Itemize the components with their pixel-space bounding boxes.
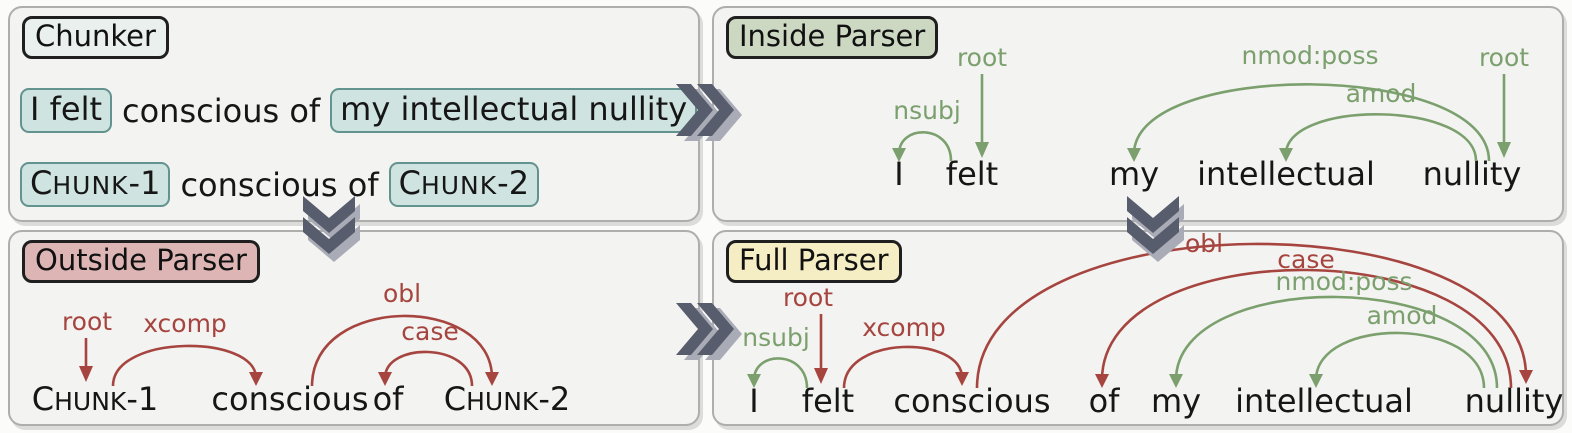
- outside-parser-panel: Outside Parser CHUNK-1 conscious of CHUN…: [8, 230, 700, 426]
- word: of: [373, 380, 405, 418]
- arc-root: root: [783, 283, 833, 384]
- arc-label: xcomp: [862, 313, 946, 342]
- between-text: conscious of: [122, 91, 321, 130]
- arc-label: obl: [383, 279, 421, 308]
- word: of: [1089, 382, 1121, 420]
- arc-label: case: [401, 317, 458, 346]
- chunk-box-1: I felt: [20, 88, 112, 133]
- arc-root-nullity: root: [1479, 43, 1529, 158]
- word: felt: [802, 382, 854, 420]
- chunker-chunked-row: CHUNK-1 conscious of CHUNK-2: [20, 162, 540, 207]
- word: felt: [946, 155, 998, 193]
- full-parser-panel: Full Parser I felt conscious of my intel…: [712, 229, 1564, 426]
- arc-root-felt: root: [957, 43, 1007, 158]
- inside-parser-dependency-tree: I felt my intellectual nullity nsubj roo…: [892, 41, 1529, 193]
- word-chunk-1: CHUNK-1: [32, 380, 158, 418]
- arc-label: obl: [1185, 229, 1223, 258]
- arc-label: nsubj: [742, 323, 810, 352]
- arc-label: root: [957, 43, 1007, 72]
- chunk-1-smallcaps: HUNK: [52, 171, 129, 200]
- outside-parser-dependency-tree: CHUNK-1 conscious of CHUNK-2 root xcomp …: [32, 279, 570, 418]
- word: nullity: [1465, 382, 1564, 420]
- chevron-right-icon: [676, 303, 742, 360]
- full-parser-dependency-tree: I felt conscious of my intellectual null…: [742, 229, 1564, 420]
- arc-case: case: [378, 317, 474, 387]
- word: my: [1151, 382, 1201, 420]
- outside-parser-panel-title: Outside Parser: [22, 240, 260, 284]
- arc-label: case: [1277, 245, 1334, 274]
- arc-label: root: [1479, 43, 1529, 72]
- arc-label: amod: [1346, 79, 1417, 108]
- chunk-2-token: CHUNK-2: [388, 162, 540, 207]
- arc-amod: amod: [1279, 79, 1478, 162]
- chunk-1-cap: C: [30, 164, 53, 202]
- chevron-down-icon: [1127, 196, 1184, 262]
- chunker-panel-title: Chunker: [22, 16, 169, 60]
- chunk-1-suffix: -1: [128, 164, 161, 202]
- word: intellectual: [1235, 382, 1413, 420]
- word: conscious: [211, 380, 368, 418]
- arc-label: nmod:poss: [1276, 267, 1413, 296]
- arc-xcomp: xcomp: [842, 313, 969, 389]
- arc-label: root: [783, 283, 833, 312]
- inside-parser-panel-title: Inside Parser: [726, 16, 939, 60]
- chunk-box-2: my intellectual nullity: [330, 88, 698, 133]
- arc-nsubj: nsubj: [892, 96, 961, 162]
- word: I: [749, 382, 758, 420]
- arc-label: root: [62, 307, 112, 336]
- arc-label: nsubj: [893, 96, 961, 125]
- between-text: conscious of: [180, 165, 379, 204]
- word-chunk-2: CHUNK-2: [444, 380, 570, 418]
- inside-parser-panel: Inside Parser I felt my intellectual nul…: [712, 6, 1564, 222]
- chunk-2-suffix: -2: [497, 164, 530, 202]
- chunk-1-token: CHUNK-1: [20, 162, 171, 207]
- word: conscious: [893, 382, 1050, 420]
- word: nullity: [1423, 155, 1522, 193]
- arc-nmod-poss: nmod:poss: [1169, 267, 1499, 389]
- arc-case: case: [1095, 245, 1513, 389]
- arc-root: root: [62, 307, 112, 382]
- arc-amod: amod: [1309, 301, 1486, 389]
- arc-nmod-poss: nmod:poss: [1127, 41, 1491, 162]
- arc-xcomp: xcomp: [111, 309, 263, 387]
- full-parser-panel-title: Full Parser: [726, 240, 902, 284]
- arc-obl: obl: [310, 279, 499, 387]
- arc-label: amod: [1367, 301, 1438, 330]
- arc-label: nmod:poss: [1242, 41, 1379, 70]
- chevron-right-icon: [676, 84, 742, 141]
- chunker-panel: Chunker I felt conscious of my intellect…: [8, 6, 700, 222]
- arc-label: xcomp: [143, 309, 227, 338]
- chunk-2-smallcaps: HUNK: [420, 171, 498, 200]
- chevron-down-icon: [303, 196, 360, 262]
- arc-nsubj: nsubj: [742, 323, 810, 389]
- chunker-sentence-row: I felt conscious of my intellectual null…: [20, 88, 698, 133]
- word: I: [894, 155, 903, 193]
- arc-obl: obl: [975, 229, 1533, 389]
- chunk-2-cap: C: [398, 164, 421, 202]
